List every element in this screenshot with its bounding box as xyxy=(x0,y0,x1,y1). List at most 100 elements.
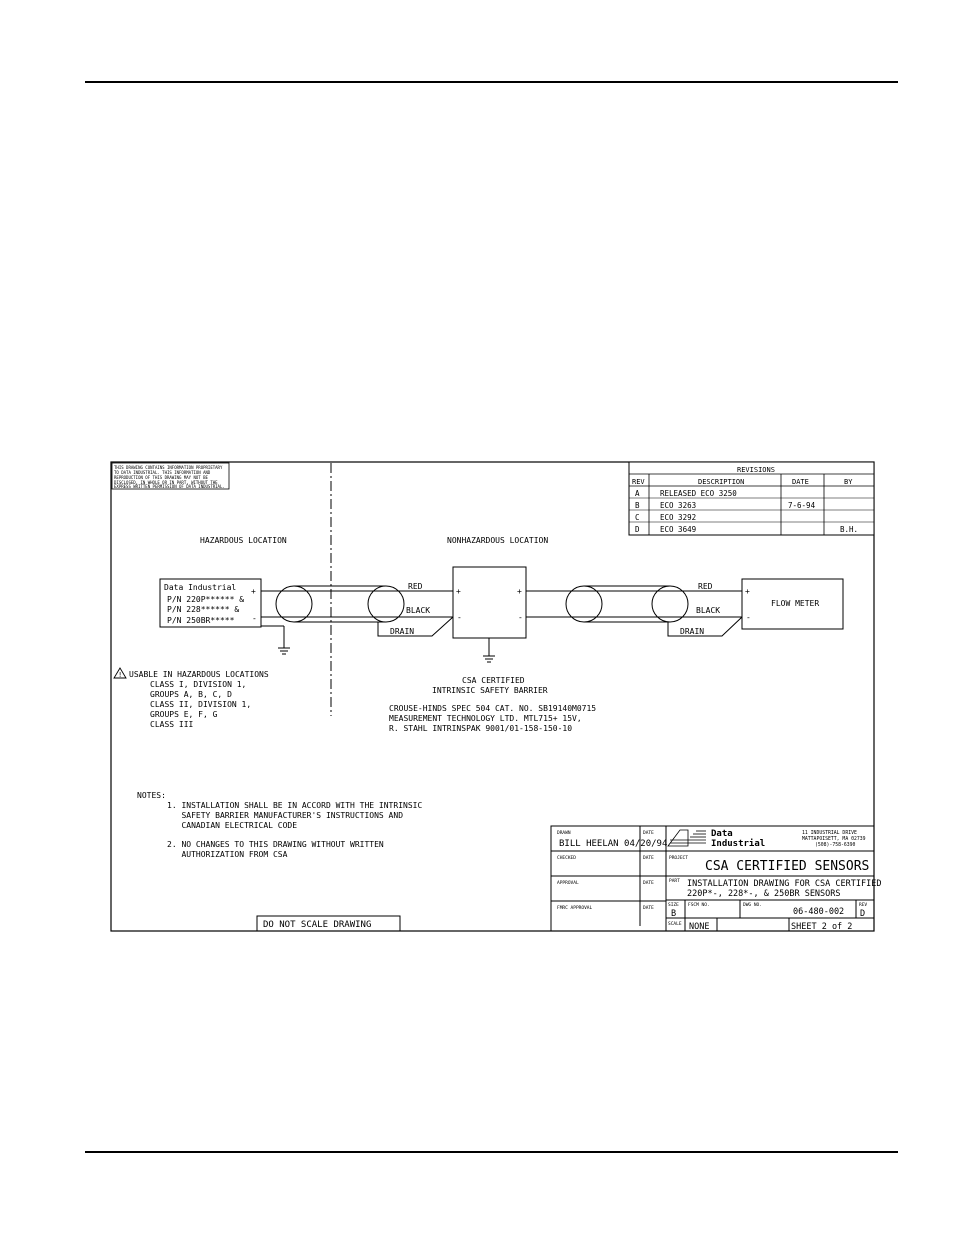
warning-mark: ! xyxy=(118,671,122,679)
project-title: CSA CERTIFIED SENSORS xyxy=(705,859,869,874)
flow-meter-label: FLOW METER xyxy=(771,599,819,608)
drain-wire-label: DRAIN xyxy=(680,627,704,636)
revisions-title: REVISIONS xyxy=(737,466,775,474)
class-line: GROUPS A, B, C, D xyxy=(150,690,232,699)
flow-meter-box xyxy=(741,578,844,630)
dwg-label: DWG NO. xyxy=(743,902,762,908)
usable-label: USABLE IN HAZARDOUS LOCATIONS xyxy=(129,670,269,679)
revisions-header-rev: REV xyxy=(632,478,645,486)
revisions-table xyxy=(628,461,875,536)
proprietary-notice-box xyxy=(111,462,230,490)
note-line: AUTHORIZATION FROM CSA xyxy=(167,850,288,859)
proprietary-notice-line: TO DATA INDUSTRIAL. THIS INFORMATION AND xyxy=(114,470,211,475)
barrier-minus-in: - xyxy=(457,613,462,622)
sensor-plus-terminal: + xyxy=(251,587,256,596)
fscm-label: FSCM NO. xyxy=(688,902,710,908)
proprietary-notice-line: REPRODUCTION OF THIS DRAWING MAY NOT BE xyxy=(114,475,209,480)
black-wire-label: BLACK xyxy=(696,606,720,615)
warning-triangle-icon xyxy=(113,667,127,679)
sensor-part-number: P/N 220P****** & xyxy=(167,595,244,604)
sensor-part-number: P/N 228****** & xyxy=(167,605,239,614)
black-wire-label: BLACK xyxy=(406,606,430,615)
note-line: 2. NO CHANGES TO THIS DRAWING WITHOUT WR… xyxy=(167,840,384,849)
project-label: PROJECT xyxy=(669,855,688,861)
company-address: (508)-758-6390 xyxy=(815,842,856,848)
proprietary-notice-line: THIS DRAWING CONTAINS INFORMATION PROPRI… xyxy=(114,465,223,470)
hazardous-location-label: HAZARDOUS LOCATION xyxy=(200,536,287,545)
size-label: SIZE xyxy=(668,902,679,908)
part-label: PART xyxy=(669,878,680,884)
nonhazardous-location-label: NONHAZARDOUS LOCATION xyxy=(447,536,548,545)
class-line: CLASS II, DIVISION 1, xyxy=(150,700,251,709)
revisions-header-date: DATE xyxy=(792,478,809,486)
revision-rev: D xyxy=(635,525,640,534)
approval-label: APPROVAL xyxy=(557,880,579,886)
date-label: DATE xyxy=(643,880,654,886)
company-address: 11 INDUSTRIAL DRIVE xyxy=(802,830,857,836)
drawn-value: BILL HEELAN 04/20/94 xyxy=(559,839,667,849)
class-line: GROUPS E, F, G xyxy=(150,710,218,719)
cable-right xyxy=(526,585,743,637)
note-line: SAFETY BARRIER MANUFACTURER'S INSTRUCTIO… xyxy=(167,811,403,820)
revision-rev: C xyxy=(635,513,640,522)
drawing-border xyxy=(110,461,875,932)
revision-description: ECO 3292 xyxy=(660,513,696,522)
proprietary-notice-line: DISCLOSED, IN WHOLE OR IN PART, WITHOUT … xyxy=(114,480,218,485)
barrier-model: CROUSE-HINDS SPEC 504 CAT. NO. SB19140M0… xyxy=(389,704,596,713)
footer-rule xyxy=(85,1151,898,1153)
drawn-label: DRAWN xyxy=(557,830,571,836)
revisions-header-by: BY xyxy=(844,478,853,486)
sensor-label: Data Industrial xyxy=(164,583,236,592)
barrier-model: R. STAHL INTRINSPAK 9001/01-158-150-10 xyxy=(389,724,572,733)
sensor-part-number: P/N 250BR***** xyxy=(167,616,235,625)
size-value: B xyxy=(671,909,676,919)
drain-wire-label: DRAIN xyxy=(390,627,414,636)
revision-rev: B xyxy=(635,501,640,510)
title-block-frame xyxy=(550,825,875,932)
revision-by: B.H. xyxy=(840,525,858,534)
header-rule xyxy=(85,81,898,83)
do-not-scale-label: DO NOT SCALE DRAWING xyxy=(263,920,371,930)
company-name: Industrial xyxy=(711,838,765,849)
note-line: 1. INSTALLATION SHALL BE IN ACCORD WITH … xyxy=(167,801,422,810)
scale-label: SCALE xyxy=(668,921,682,927)
barrier-certification: CSA CERTIFIED xyxy=(462,676,525,685)
company-address: MATTAPOISETT, MA 02739 xyxy=(802,836,866,842)
barrier-plus-in: + xyxy=(456,587,461,596)
date-label: DATE xyxy=(643,905,654,911)
revision-description: ECO 3649 xyxy=(660,525,696,534)
notes-title: NOTES: xyxy=(137,791,166,800)
barrier-plus-out: + xyxy=(517,587,522,596)
fmrc-approval-label: FMRC APPROVAL xyxy=(557,905,593,911)
checked-label: CHECKED xyxy=(557,855,576,861)
red-wire-label: RED xyxy=(408,582,423,591)
date-label: DATE xyxy=(643,855,654,861)
scale-value: NONE xyxy=(689,922,709,932)
part-title: 220P*-, 228*-, & 250BR SENSORS xyxy=(687,889,841,899)
barrier-minus-out: - xyxy=(518,613,523,622)
date-label: DATE xyxy=(643,830,654,836)
dwg-number: 06-480-002 xyxy=(793,907,844,917)
barrier-certification: INTRINSIC SAFETY BARRIER xyxy=(432,686,548,695)
proprietary-notice-line: EXPRESS WRITTEN PERMISSION OF DATA INDUS… xyxy=(114,484,225,489)
safety-barrier-box xyxy=(452,566,527,639)
flow-meter-minus-terminal: - xyxy=(746,613,751,622)
class-line: CLASS III xyxy=(150,720,194,729)
revision-description: RELEASED ECO 3250 xyxy=(660,489,737,498)
flow-meter-plus-terminal: + xyxy=(745,587,750,596)
class-line: CLASS I, DIVISION 1, xyxy=(150,680,246,689)
revision-date: 7-6-94 xyxy=(788,501,816,510)
do-not-scale-box xyxy=(256,915,401,932)
red-wire-label: RED xyxy=(698,582,713,591)
company-name: Data xyxy=(711,829,733,839)
cable-left xyxy=(261,585,454,637)
revision-description: ECO 3263 xyxy=(660,501,696,510)
sensor-minus-terminal: - xyxy=(252,614,257,623)
company-logo-icon xyxy=(667,829,706,847)
ground-symbol xyxy=(483,638,495,663)
barrier-model: MEASUREMENT TECHNOLOGY LTD. MTL715+ 15V, xyxy=(389,714,582,723)
rev-value: D xyxy=(860,909,865,919)
ground-symbol xyxy=(261,625,290,655)
part-title: INSTALLATION DRAWING FOR CSA CERTIFIED xyxy=(687,879,881,889)
